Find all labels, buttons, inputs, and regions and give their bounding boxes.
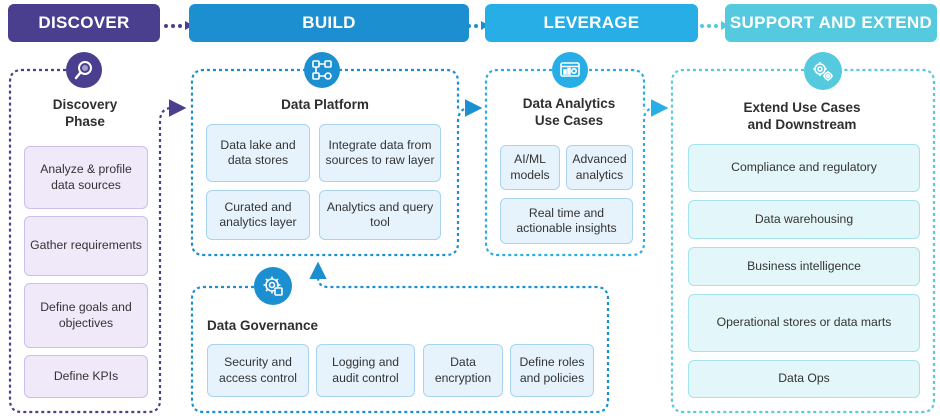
phase-build: BUILD — [189, 4, 469, 42]
governance-item: Security and access control — [207, 344, 309, 397]
governance-title: Data Governance — [207, 318, 319, 333]
platform-item: Curated and analytics layer — [206, 190, 310, 240]
discovery-item: Gather requirements — [24, 216, 148, 276]
gears-icon — [804, 52, 842, 90]
platform-item: Data lake and data stores — [206, 124, 310, 182]
analytics-title: Data Analytics Use Cases — [522, 96, 616, 128]
extend-item: Business intelligence — [688, 247, 920, 286]
phase-leverage: LEVERAGE — [485, 4, 698, 42]
extend-item: Data warehousing — [688, 200, 920, 239]
analytics-item: Real time and actionable insights — [500, 198, 633, 244]
extend-frame — [670, 68, 936, 414]
platform-title: Data Platform — [281, 97, 369, 112]
phase-support: SUPPORT AND EXTEND — [725, 4, 937, 42]
governance-item: Data encryption — [423, 344, 503, 397]
phase-discover: DISCOVER — [8, 4, 160, 42]
platform-item: Analytics and query tool — [319, 190, 441, 240]
magnifier-icon — [66, 52, 102, 88]
governance-item: Logging and audit control — [316, 344, 415, 397]
analytics-item: AI/ML models — [500, 145, 560, 190]
platform-frame — [190, 68, 483, 257]
extend-title: Extend Use Cases and Downstream — [743, 100, 861, 132]
governance-gear-icon — [254, 267, 292, 305]
discovery-title: Discovery Phase — [52, 97, 118, 129]
extend-item: Operational stores or data marts — [688, 294, 920, 352]
governance-frame — [190, 261, 610, 414]
analytics-item: Advanced analytics — [566, 145, 633, 190]
discovery-frame — [8, 68, 187, 414]
extend-item: Data Ops — [688, 360, 920, 398]
governance-item: Define roles and policies — [510, 344, 594, 397]
platform-item: Integrate data from sources to raw layer — [319, 124, 441, 182]
discovery-item: Define goals and objectives — [24, 283, 148, 348]
discovery-item: Analyze & profile data sources — [24, 146, 148, 209]
data-network-icon — [304, 52, 340, 88]
discovery-item: Define KPIs — [24, 355, 148, 398]
analytics-frame — [484, 68, 669, 257]
extend-item: Compliance and regulatory — [688, 144, 920, 192]
dashboard-icon — [552, 52, 588, 88]
